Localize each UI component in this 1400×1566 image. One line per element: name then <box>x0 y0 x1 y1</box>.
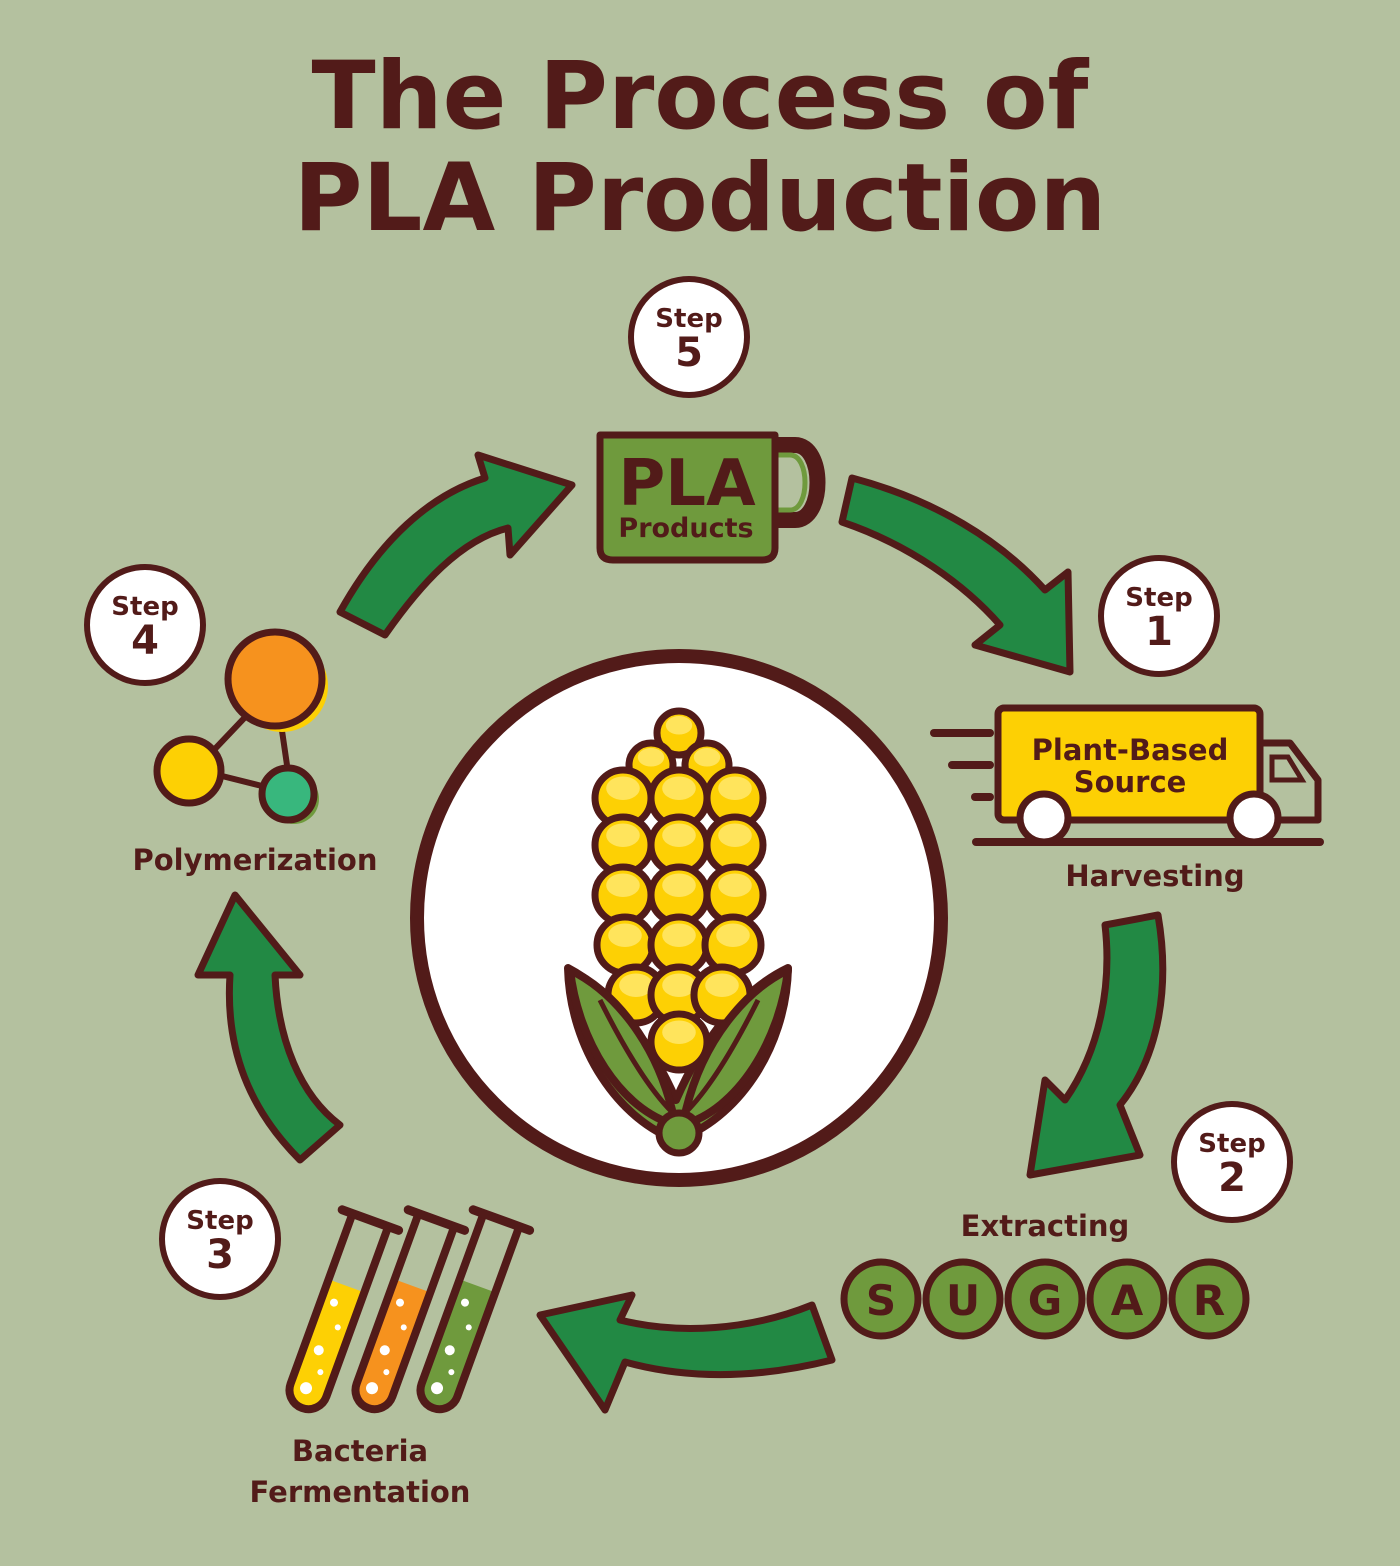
step-2-badge: Step 2 <box>1171 1101 1293 1223</box>
step-5-word: Step <box>655 304 723 334</box>
bacteria-label-line-1: Bacteria <box>291 1434 429 1468</box>
step-4-word: Step <box>111 592 179 622</box>
sugar-letter: R <box>1193 1276 1225 1325</box>
arrow-step2-to-step3 <box>536 1291 836 1414</box>
truck-text-line-2: Source <box>1074 765 1187 799</box>
step-5-number: 5 <box>675 330 703 376</box>
mug-big-text: PLA <box>618 447 756 521</box>
bacteria-label-line-2: Fermentation <box>249 1475 471 1509</box>
title-line-1: The Process of <box>311 42 1089 151</box>
step-4-badge: Step 4 <box>84 564 206 686</box>
arrow-step1-to-step2 <box>1026 911 1167 1179</box>
sugar-letter: S <box>866 1276 896 1325</box>
step-3-word: Step <box>186 1206 254 1236</box>
step-3-badge: Step 3 <box>159 1178 281 1300</box>
title-line-2: PLA Production <box>293 144 1107 253</box>
sugar-letter: A <box>1111 1276 1144 1325</box>
pla-mug-icon: PLA Products <box>596 431 826 564</box>
step-4-number: 4 <box>131 618 159 664</box>
step-1-word: Step <box>1125 583 1193 613</box>
sugar-letter-circle <box>1004 1258 1086 1340</box>
arrow-step5-to-step1 <box>838 474 1074 676</box>
sugar-letter-circle <box>1168 1258 1250 1340</box>
harvesting-label: Harvesting <box>1065 859 1245 893</box>
arrow-step3-to-step4 <box>194 891 344 1164</box>
polymerization-label: Polymerization <box>132 843 378 877</box>
step-2-number: 2 <box>1218 1155 1246 1201</box>
mug-small-text: Products <box>618 513 753 544</box>
sugar-letter: U <box>946 1276 980 1325</box>
corn-icon <box>564 707 792 1157</box>
step-1-badge: Step 1 <box>1098 555 1220 677</box>
extracting-label: Extracting <box>960 1209 1130 1243</box>
step-2-word: Step <box>1198 1129 1266 1159</box>
sugar-letter-circle <box>1086 1258 1168 1340</box>
molecule-icon <box>153 628 328 824</box>
sugar-letter: G <box>1028 1276 1062 1325</box>
truck-text-line-1: Plant-Based <box>1032 733 1229 767</box>
sugar-letter-circle <box>840 1258 922 1340</box>
truck-icon: Plant-Based Source <box>930 704 1324 846</box>
test-tubes-icon <box>285 1205 535 1414</box>
step-5-badge: Step 5 <box>628 276 750 398</box>
step-3-number: 3 <box>206 1232 234 1278</box>
step-1-number: 1 <box>1145 609 1173 655</box>
sugar-letter-circle <box>922 1258 1004 1340</box>
arrow-step4-to-step5 <box>336 451 576 639</box>
